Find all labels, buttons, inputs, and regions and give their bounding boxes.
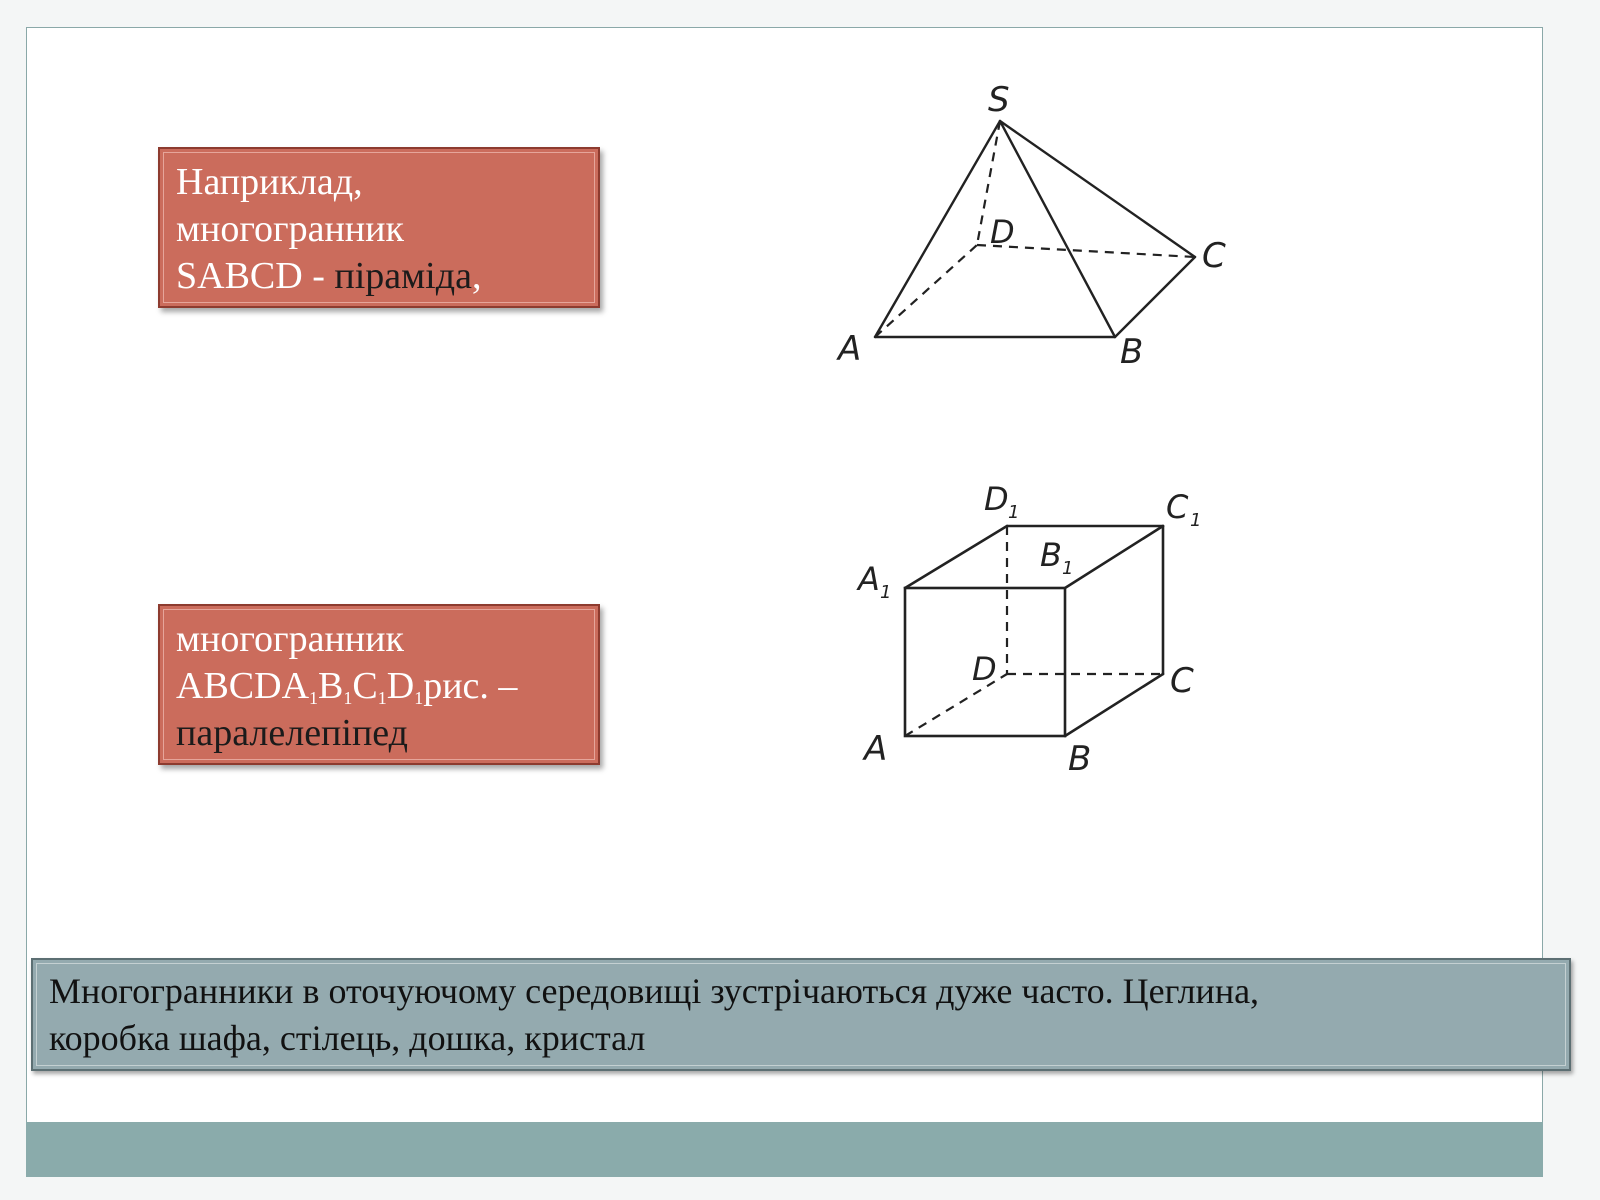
label-D: D bbox=[990, 213, 1015, 251]
label-D: D bbox=[972, 650, 997, 688]
vertex-label: B bbox=[318, 665, 344, 707]
svg-text:1: 1 bbox=[1062, 558, 1073, 579]
caption-line-1: Наприклад, bbox=[176, 161, 363, 203]
edge-SD-hidden bbox=[975, 120, 1002, 246]
caption-line-3: SABCD - піраміда, bbox=[176, 253, 582, 300]
polyhedra-note-box: Многогранники в оточуючому середовищі зу… bbox=[31, 958, 1571, 1071]
edge-BC bbox=[1113, 255, 1197, 339]
vertex-label: ABCDA bbox=[176, 665, 310, 707]
edge-SC bbox=[998, 119, 1197, 259]
label-S: S bbox=[988, 80, 1010, 120]
label-C: C bbox=[1202, 236, 1226, 276]
svg-text:D: D bbox=[984, 480, 1009, 518]
label-B: B bbox=[1068, 739, 1091, 779]
edge-DC-hidden bbox=[976, 243, 1196, 259]
edge-SB bbox=[998, 119, 1117, 339]
svg-text:A: A bbox=[856, 560, 880, 598]
footer-band bbox=[26, 1122, 1543, 1177]
pyramid-caption-box: Наприклад, многогранник SABCD - піраміда… bbox=[158, 147, 600, 308]
edge-BC bbox=[1063, 672, 1165, 738]
label-B: B bbox=[1120, 332, 1143, 372]
caption-comma: , bbox=[471, 255, 482, 297]
svg-text:1: 1 bbox=[1008, 502, 1019, 523]
vertex-label: D bbox=[386, 665, 415, 707]
caption-line-1: многогранник bbox=[176, 618, 404, 660]
label-A: A bbox=[836, 329, 861, 369]
subscript: 1 bbox=[343, 688, 353, 708]
vertex-label: C bbox=[352, 665, 378, 707]
subscript: 1 bbox=[377, 688, 387, 708]
note-line-2: коробка шафа, стілець, дошка, кристал bbox=[49, 1018, 646, 1058]
caption-tail: рис. – bbox=[423, 665, 518, 707]
edge-AD-hidden bbox=[874, 244, 978, 338]
edge-AD-hidden bbox=[904, 673, 1008, 737]
svg-text:B: B bbox=[1040, 536, 1062, 574]
note-line-1: Многогранники в оточуючому середовищі зу… bbox=[49, 971, 1260, 1011]
edge-B1C1 bbox=[1063, 524, 1165, 590]
svg-text:C: C bbox=[1166, 488, 1189, 526]
caption-line-2: многогранник bbox=[176, 208, 404, 250]
caption-line-3: паралелепіпед bbox=[176, 712, 408, 754]
caption-sabcd: SABCD - bbox=[176, 255, 335, 297]
label-C: C bbox=[1170, 661, 1194, 701]
caption-line-2: ABCDA1B1C1D1рис. – bbox=[176, 663, 582, 710]
label-A: A bbox=[862, 729, 887, 769]
pyramid-diagram: S A B C D bbox=[836, 80, 1226, 372]
edge-A1D1 bbox=[903, 524, 1009, 590]
subscript: 1 bbox=[414, 688, 424, 708]
svg-text:1: 1 bbox=[1190, 510, 1201, 531]
svg-text:1: 1 bbox=[880, 582, 891, 603]
edge-SA bbox=[873, 119, 1002, 339]
parallelepiped-caption-box: многогранник ABCDA1B1C1D1рис. – паралеле… bbox=[158, 604, 600, 765]
subscript: 1 bbox=[309, 688, 319, 708]
front-face bbox=[903, 586, 1067, 738]
caption-pyramid-word: піраміда bbox=[334, 255, 472, 297]
